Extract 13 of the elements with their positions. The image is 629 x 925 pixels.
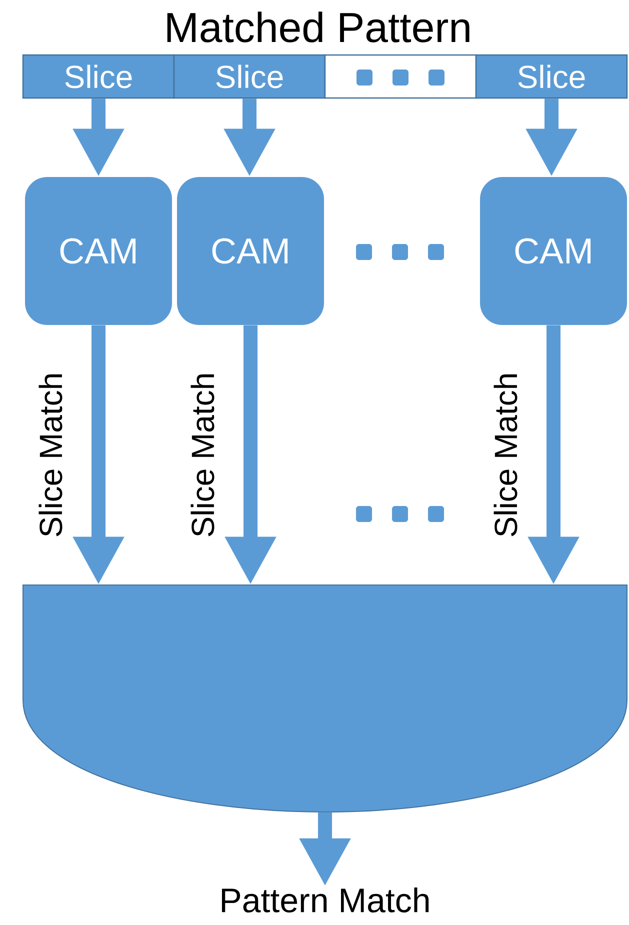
edge-label: Slice Match [190, 374, 214, 536]
slice-cell: Slice [475, 54, 628, 99]
cam-box: CAM [480, 177, 627, 325]
slice-cell: Slice [173, 54, 326, 99]
edge-label: Slice Match [494, 374, 518, 536]
output-label: Pattern Match [222, 888, 429, 912]
cam-box: CAM [25, 177, 172, 325]
cam-box: CAM [177, 177, 324, 325]
title: Matched Pattern [167, 12, 470, 42]
slice-cell: Slice [22, 54, 175, 99]
combiner-shape [22, 584, 628, 812]
ellipsis-cell [324, 54, 477, 99]
edge-label: Slice Match [38, 374, 62, 536]
